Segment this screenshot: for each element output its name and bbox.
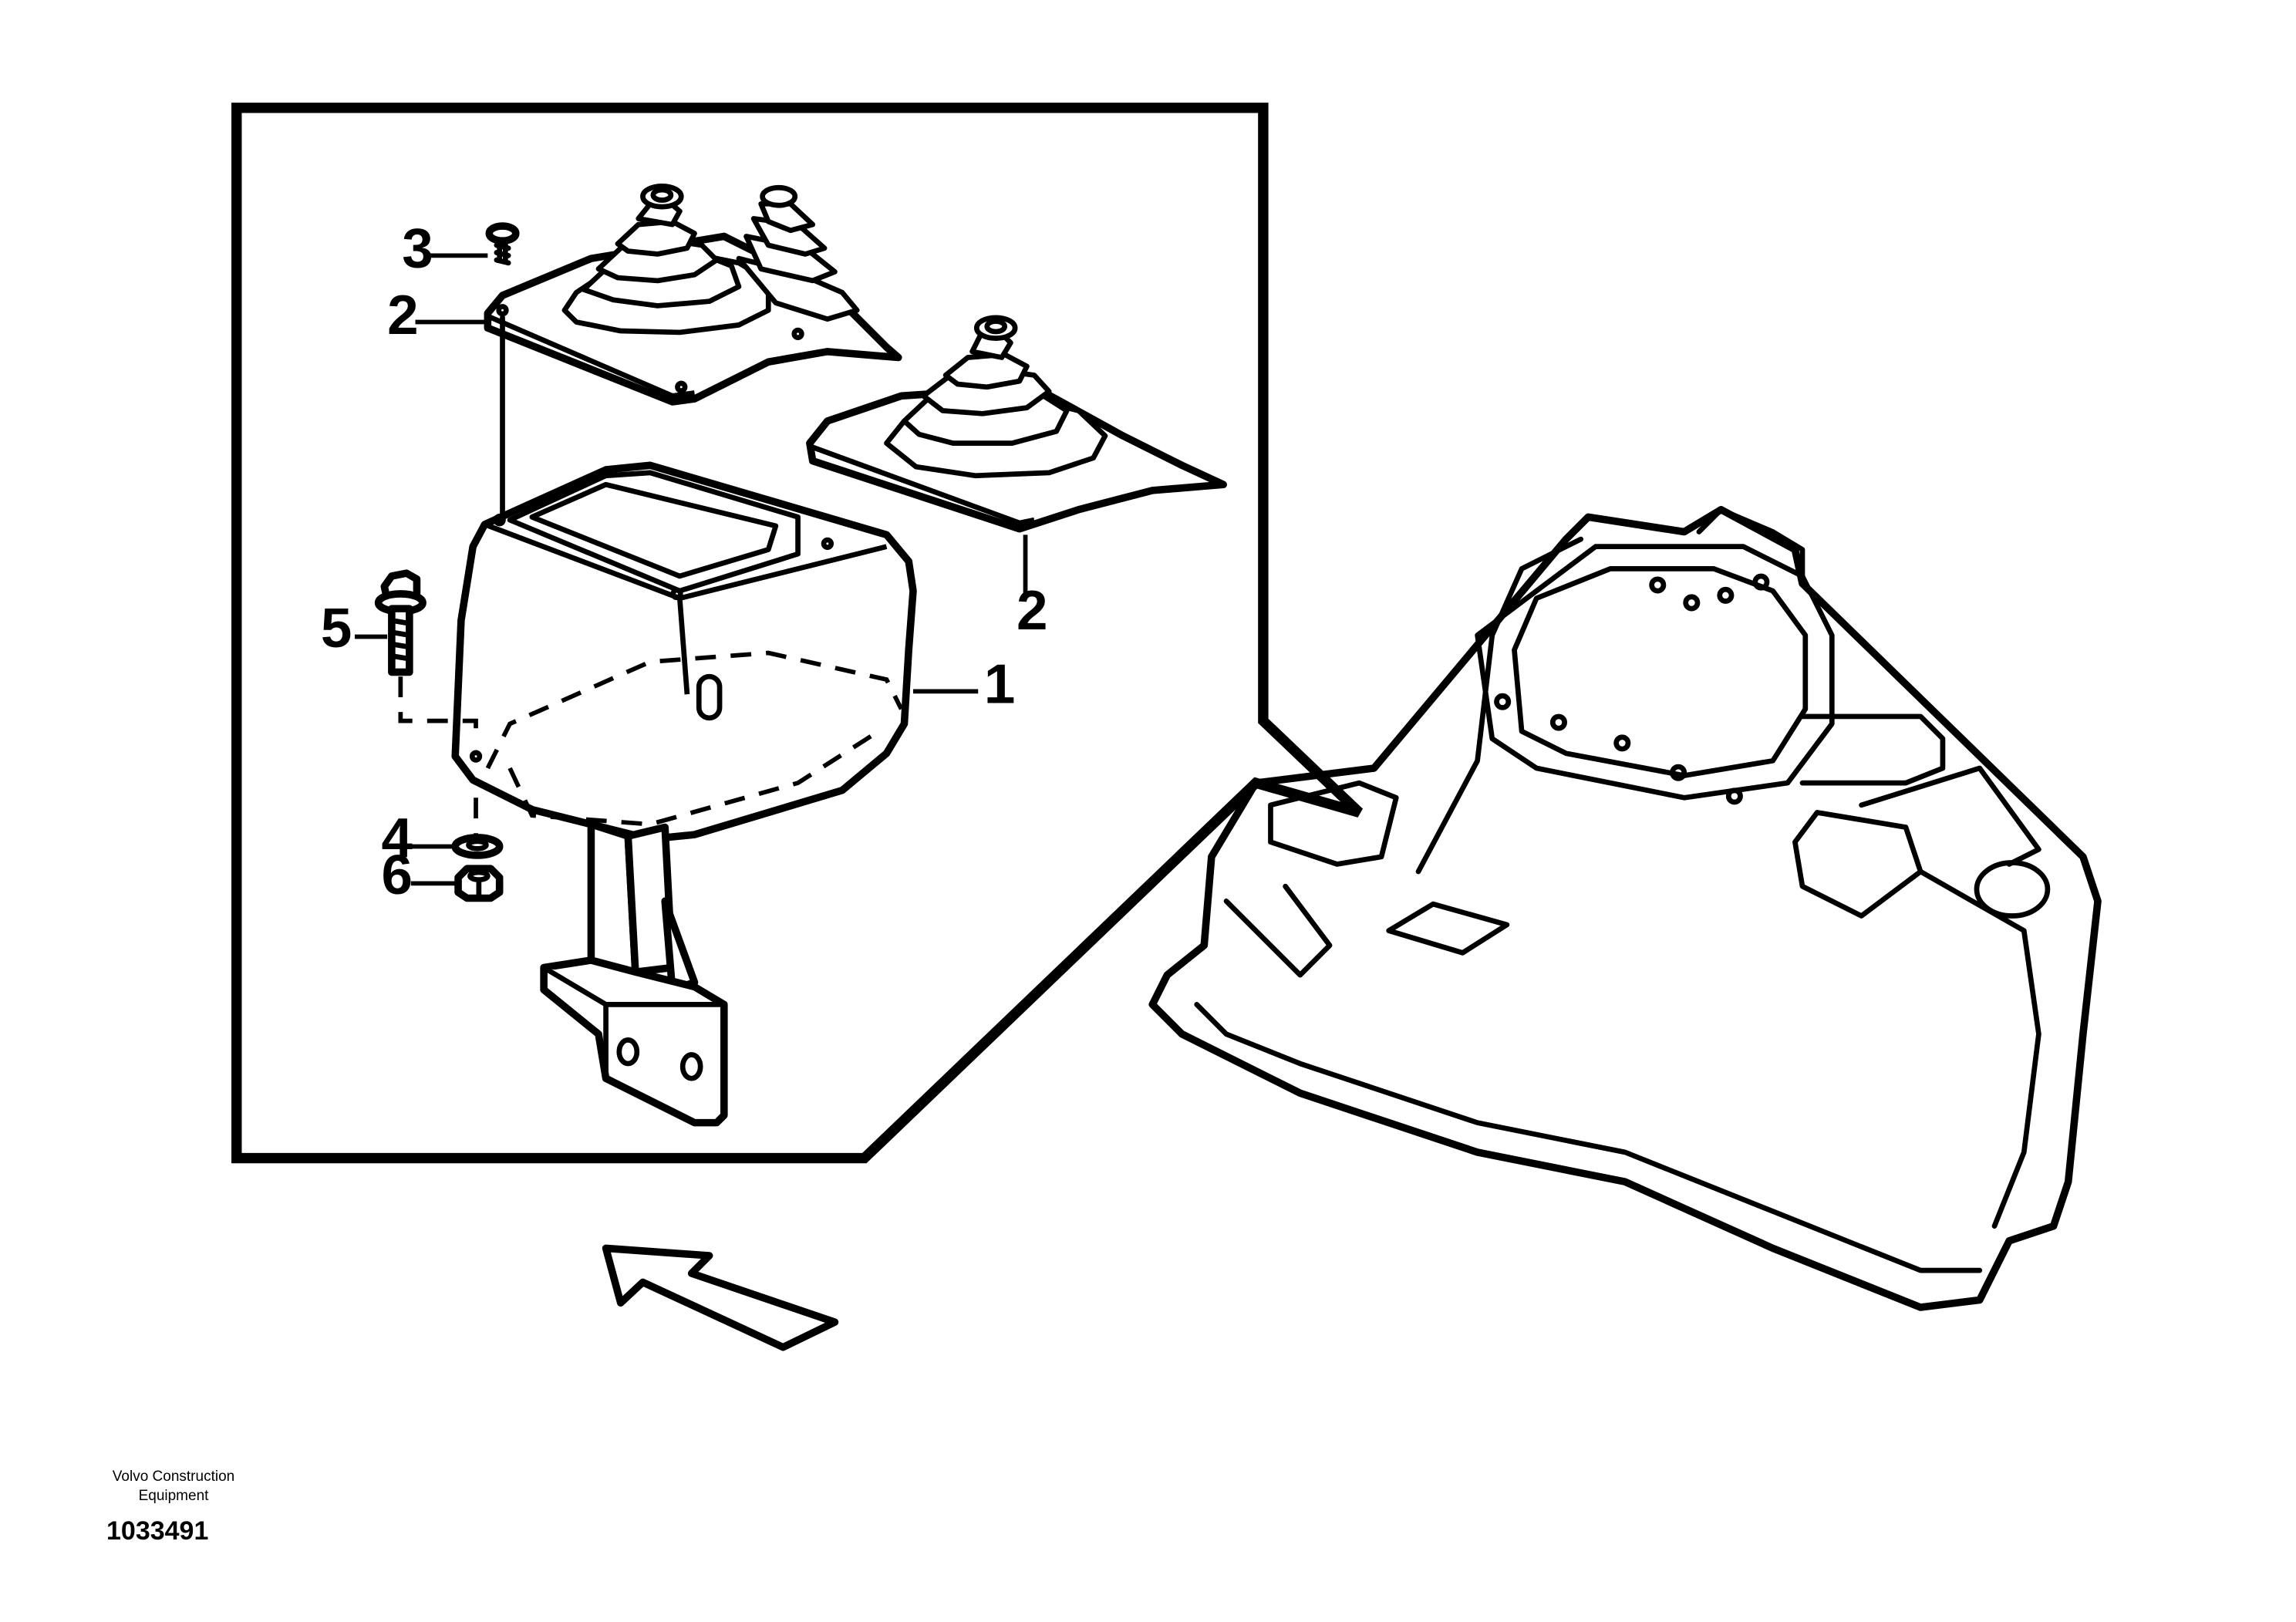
rivet [485,222,520,266]
view-direction-arrow [602,1244,839,1351]
callout-3: 3 [402,218,433,280]
callout-4: 4 [381,807,413,869]
detail-view-frame [231,103,1364,1164]
company-name-line2: Equipment [138,1488,209,1504]
drawing-footer: Volvo Construction Equipment 1033491 [77,1467,270,1546]
callout-2-lower: 2 [1017,579,1047,642]
callout-1: 1 [984,653,1015,716]
drawing-reference-number: 1033491 [106,1516,209,1546]
rubber-boot-double [484,183,902,406]
rubber-boot-single [806,315,1227,533]
callout-6: 6 [381,844,412,906]
control-console-cover [451,461,917,843]
callout-5: 5 [321,597,352,659]
company-name-line1: Volvo Construction [112,1469,235,1485]
callout-2-upper: 2 [387,284,418,346]
flange-screw [374,569,426,676]
nut [454,865,504,902]
console-mounting-bracket [540,820,728,1127]
washer [451,834,504,859]
assembly-line-screw [398,676,478,839]
cab-console-housing [1148,505,2102,1311]
